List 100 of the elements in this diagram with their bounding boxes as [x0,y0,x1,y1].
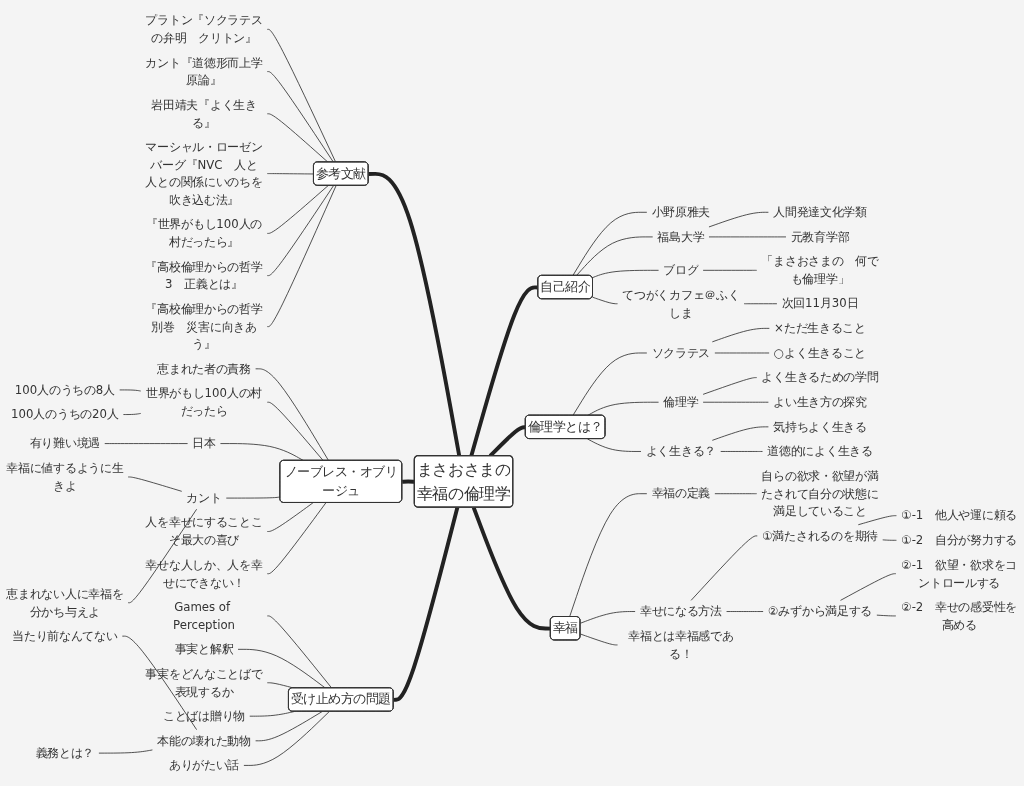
connector [702,377,758,395]
node-text: 幸せな人しか、人を幸せにできない！ [145,557,263,590]
node-text: 義務とは？ [35,745,95,760]
connector [572,352,648,416]
connector [266,615,333,689]
node-text: ソクラテス [651,345,711,360]
node-text: 幸福に値するように生きよ [6,460,124,493]
connector [857,515,897,526]
node-text: よい生き方の探究 [773,395,867,410]
connector [708,211,769,228]
connector [587,401,659,416]
node-text: プラトン『ソクラテスの弁明 クリトン』 [145,13,263,46]
node-text: 岩田靖夫『よく生きる』 [151,97,257,130]
connector [840,573,897,601]
connector [471,506,551,631]
node-text: 恵まれない人に幸福を分かち与えよ [6,586,124,619]
node-text: 倫理学 [663,395,699,410]
node-text: 人を幸せにすることこそ最大の喜び [145,515,263,548]
node-text: マーシャル・ローゼンバーグ『NVC 人と人との関係にいのちを吹き込む法』 [145,139,263,207]
node-text: 小野原雅夫 [651,205,711,220]
connector [98,749,153,754]
node-text: 幸せになる方法 [639,604,722,619]
node-text: 次回11月30日 [781,296,859,311]
connector [711,327,770,343]
connector [587,438,642,452]
node-text: ②みずから満足する [767,604,873,619]
connector [266,185,334,276]
connector [469,285,539,457]
node-text: ことばは贈り物 [162,708,246,724]
node-text: 恵まれた者の責務 [157,361,251,376]
node-text: 人間発達文化学類 [773,205,867,220]
connector [575,236,654,277]
connector [237,648,326,689]
connector [266,71,334,163]
node-text: 幸福とは幸福感である！ [628,628,734,661]
connector [127,476,183,492]
node-text: 当たり前なんてない [12,628,118,643]
node-text: 事実と解釈 [174,642,234,657]
connector [876,614,897,617]
connector [121,635,197,731]
node-text: 本能の壊れた動物 [157,733,251,748]
connector [266,113,329,163]
connector [702,269,758,271]
node-text: 幸福の定義 [651,486,711,501]
connector [220,443,305,462]
connector [592,269,659,279]
node-text: 『高校倫理からの哲学別巻 災害に向きあう』 [145,301,263,352]
node-text: ②-2 幸せの感受性を高める [901,599,1018,632]
node-text: 有り難い境遇 [29,436,101,451]
connector [104,443,188,444]
node-text: 100人のうちの8人 [14,382,115,397]
connector [592,296,618,305]
connector [255,368,329,462]
node-text: 日本 [192,436,216,451]
connector [690,535,758,601]
node-text: ○よく生きること [773,345,867,360]
connector [243,711,330,766]
node-text: 福島大学 [657,229,705,244]
connector [572,211,648,277]
connector [266,502,314,532]
connector [266,173,315,175]
node-text: 100人のうちの20人 [11,407,119,422]
connector [393,507,460,702]
connector [580,611,636,624]
connector [266,401,324,462]
connector [726,611,764,612]
connector [569,493,648,618]
node-text: 元教育学部 [790,229,850,244]
node-text: ×ただ生きること [774,321,866,336]
node-text: 自らの欲求・欲望が満たされて自分の状態に満足していること [761,468,879,519]
node-text: ②-1 欲望・欲求をコントロールする [901,557,1018,590]
node-text: 「まさおさまの 何でも倫理学」 [761,254,879,286]
connector [119,389,142,392]
connector [580,633,618,646]
node-text: カント『道徳形而上学原論』 [145,55,263,88]
node-text: よく生きるための学問 [761,370,879,385]
node-text: よく生きる？ [645,444,717,459]
connector [711,426,769,441]
node-text: ①満たされるのを期待 [761,528,878,543]
connector [743,303,778,305]
connector [882,539,897,541]
node-text: 気持ちよく生きる [773,419,867,434]
node-text: 事実をどんなことばで表現するか [145,666,263,699]
node-text: カント [186,490,222,505]
node-text: ①-2 自分が努力する [901,533,1018,548]
node-text: 『高校倫理からの哲学3 正義とは』 [145,259,263,292]
connector [266,185,337,327]
node-text: ありがたい話 [168,758,240,773]
connector [127,508,197,604]
node-text: てつがくカフェ＠ふくしま [622,287,740,320]
node-text: 世界がもし100人の村だったら [145,386,263,418]
node-text: 道徳的によく生きる [767,444,873,459]
node-text: Games of Perception [173,599,236,632]
connector [255,711,323,742]
node-text: 『世界がもし100人の村だったら』 [145,217,263,250]
connector [266,502,327,575]
node-text: ①-1 他人や運に頼る [901,508,1018,523]
connector [266,185,329,234]
connector [368,171,462,457]
node-text: ブログ [663,263,699,278]
